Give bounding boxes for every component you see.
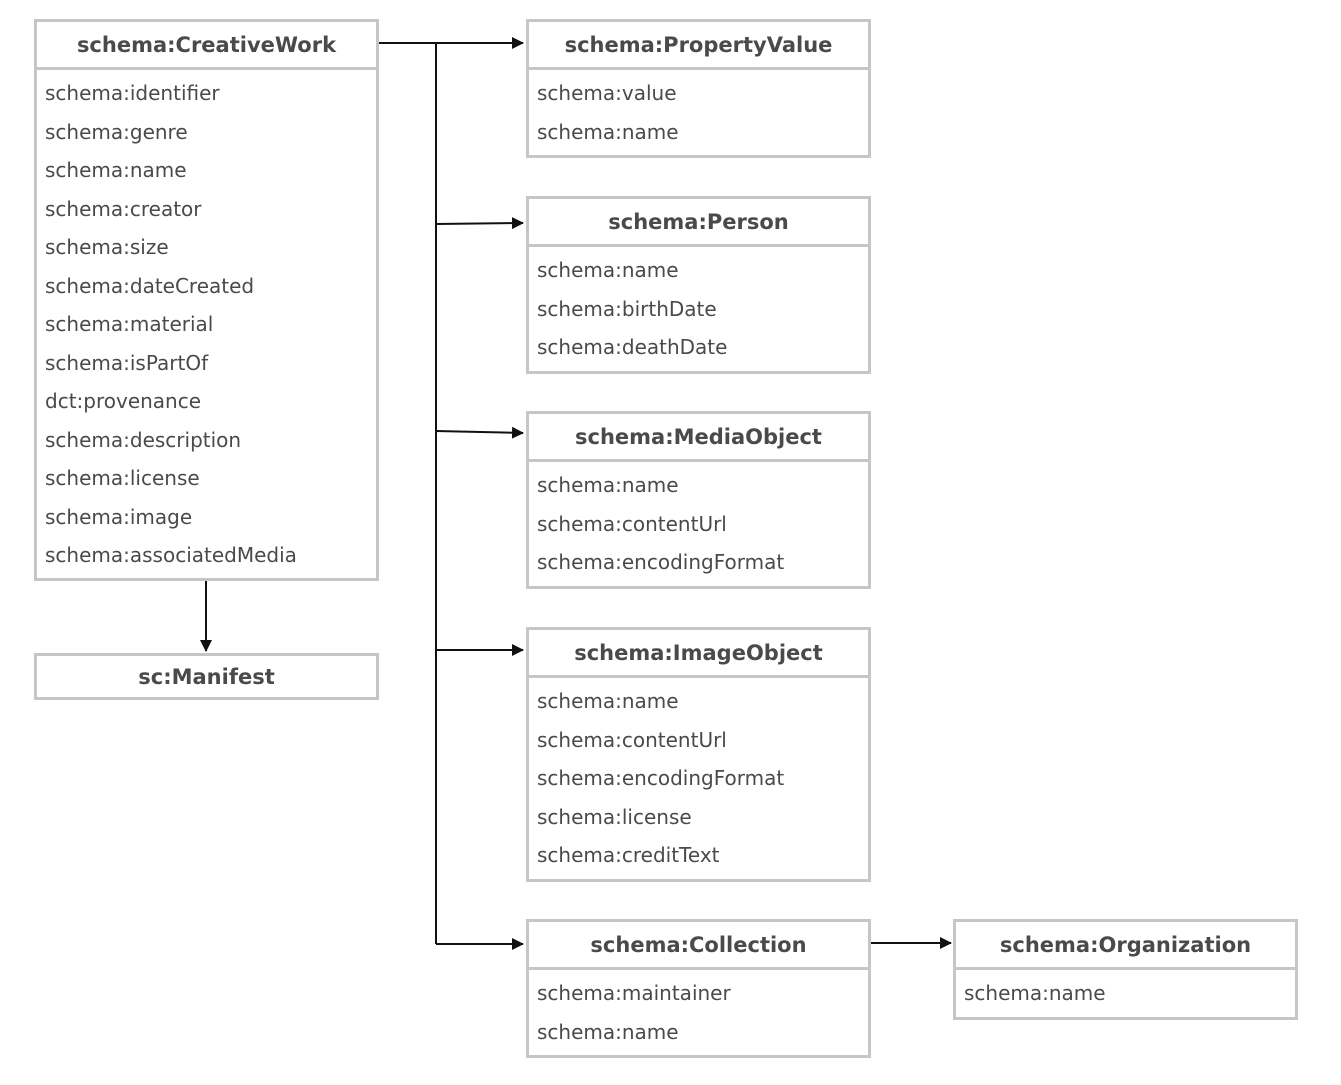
class-box-person: schema:Person schema:name schema:birthDa… [526,196,871,374]
class-properties: schema:name schema:contentUrl schema:enc… [529,678,868,884]
property-item: schema:value [537,81,677,105]
class-box-organization: schema:Organization schema:name [953,919,1298,1020]
property-item: schema:material [45,312,214,336]
property-item: schema:maintainer [537,981,731,1005]
class-properties: schema:name schema:contentUrl schema:enc… [529,462,868,591]
class-properties: schema:identifier schema:genre schema:na… [37,70,376,584]
class-properties: schema:name [956,970,1295,1022]
class-title: schema:MediaObject [529,414,868,462]
property-item: schema:encodingFormat [537,766,785,790]
property-item: schema:name [537,1020,679,1044]
connector-to-mediaobject [435,426,524,439]
property-item: schema:birthDate [537,296,717,321]
class-title: schema:PropertyValue [529,22,868,70]
property-item: schema:identifier [45,81,220,105]
property-item: schema:license [537,804,692,829]
connector-to-person [435,217,524,230]
property-item: schema:deathDate [537,335,728,359]
property-item: schema:creditText [537,843,720,867]
class-box-propertyvalue: schema:PropertyValue schema:value schema… [526,19,871,158]
class-title: schema:Organization [956,922,1295,970]
class-properties: schema:value schema:name [529,70,868,161]
class-title: sc:Manifest [138,664,275,689]
class-box-mediaobject: schema:MediaObject schema:name schema:co… [526,411,871,589]
class-properties: schema:maintainer schema:name [529,970,868,1061]
property-item: schema:image [45,504,193,529]
property-item: schema:name [537,258,679,282]
property-item: schema:contentUrl [537,511,727,536]
property-item: schema:isPartOf [45,350,209,375]
property-item: schema:description [45,427,242,452]
property-item: schema:associatedMedia [45,543,297,567]
property-item: schema:name [537,473,679,497]
class-box-manifest: sc:Manifest [34,653,379,700]
class-box-imageobject: schema:ImageObject schema:name schema:co… [526,627,871,882]
property-item: schema:size [45,235,169,259]
class-title: schema:ImageObject [529,630,868,678]
class-box-collection: schema:Collection schema:maintainer sche… [526,919,871,1058]
property-item: schema:name [537,689,679,713]
property-item: schema:dateCreated [45,273,255,298]
property-item: schema:encodingFormat [537,550,785,574]
property-item: schema:name [964,981,1106,1005]
property-item: schema:contentUrl [537,727,727,752]
class-title: schema:CreativeWork [37,22,376,70]
class-title: schema:Collection [529,922,868,970]
class-box-creativework: schema:CreativeWork schema:identifier sc… [34,19,379,581]
class-properties: schema:name schema:birthDate schema:deat… [529,247,868,376]
property-item: schema:name [537,120,679,144]
connector-creativework-trunk [379,42,437,944]
property-item: dct:provenance [45,389,202,413]
class-title: schema:Person [529,199,868,247]
property-item: schema:genre [45,119,188,144]
property-item: schema:license [45,466,200,490]
property-item: schema:creator [45,196,202,221]
property-item: schema:name [45,158,187,182]
